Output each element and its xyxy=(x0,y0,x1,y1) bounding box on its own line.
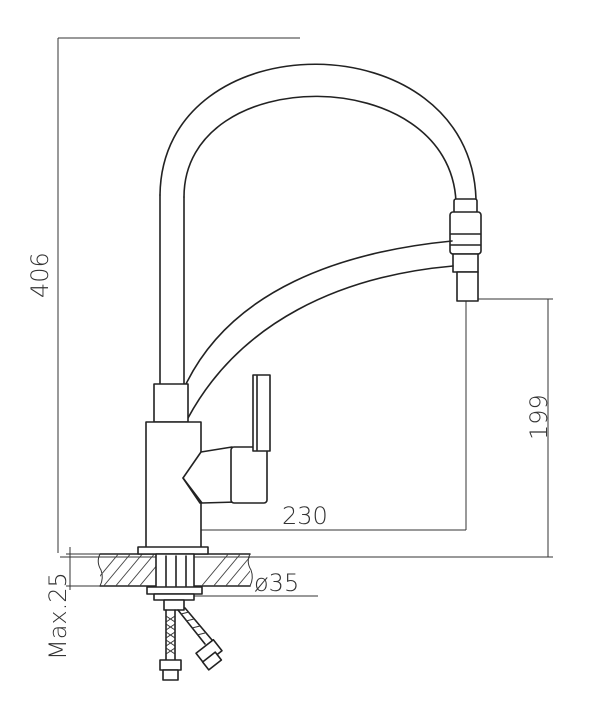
dimension-label-max25: Max.25 xyxy=(44,572,72,660)
support-arm xyxy=(185,240,454,419)
dimension-label-230: 230 xyxy=(282,502,328,530)
dimension-label-199: 199 xyxy=(525,394,553,440)
mounting-nut xyxy=(146,553,203,611)
lever-handle xyxy=(182,374,271,504)
spout-head xyxy=(449,198,482,302)
dimension-max-thickness: Max.25 xyxy=(44,547,100,660)
base-ring xyxy=(137,546,209,555)
supply-hoses xyxy=(159,607,223,681)
spout-arch xyxy=(159,63,477,385)
dimension-height-spout: 199 xyxy=(60,298,553,558)
faucet-body xyxy=(145,383,202,549)
dimension-height-total: 406 xyxy=(26,37,300,553)
dimension-label-diameter: ø35 xyxy=(254,569,299,597)
dimension-label-406: 406 xyxy=(26,252,54,298)
